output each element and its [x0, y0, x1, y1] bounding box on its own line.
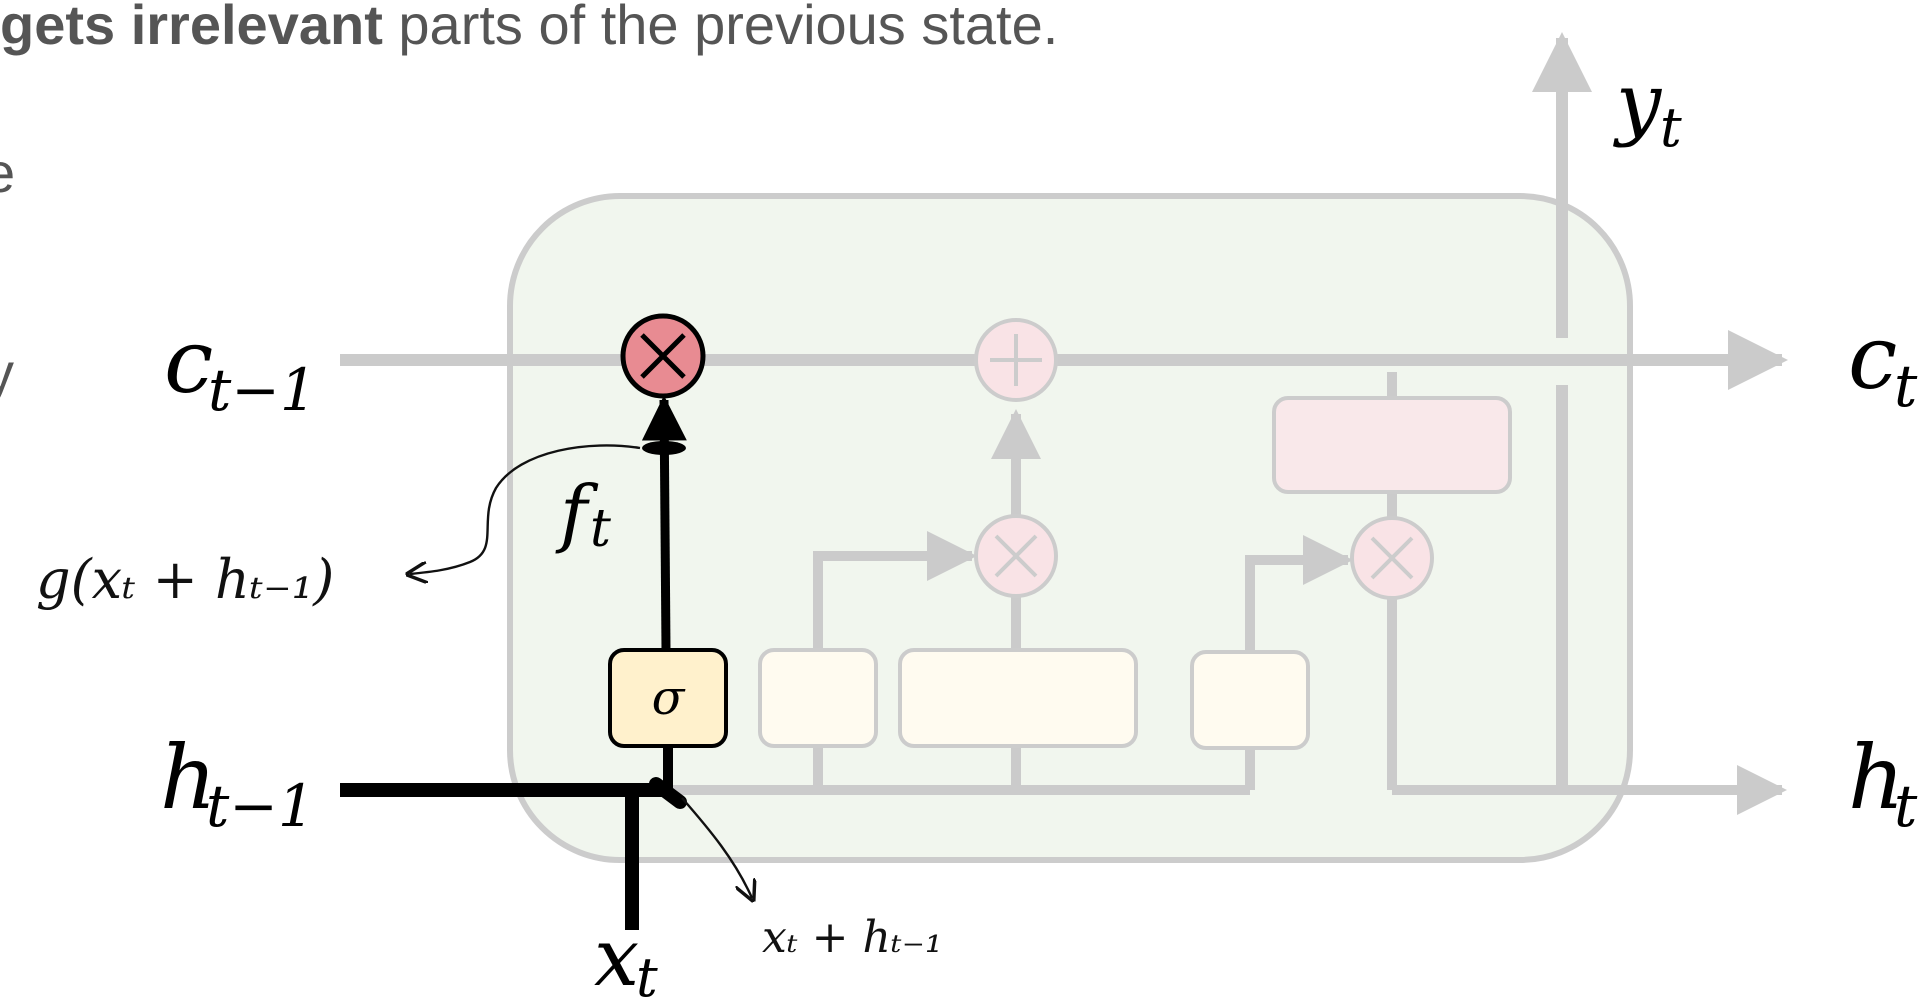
h-prev-main: h: [160, 726, 217, 829]
lstm-cell-body: [507, 193, 1633, 863]
h-next-sub: t: [1894, 772, 1918, 840]
sigma-label: σ: [652, 670, 686, 726]
candidate-box: [898, 648, 1138, 748]
input-multiply-operator: [974, 514, 1058, 598]
slide-caption: gets irrelevant parts of the previous st…: [0, 0, 1058, 57]
label-h-next: h t: [1848, 726, 1918, 840]
forget-multiply-operator: [620, 313, 706, 399]
c-prev-sub: t−1: [208, 356, 317, 424]
label-f-t: f t: [555, 470, 611, 559]
h-prev-sub: t−1: [206, 772, 315, 840]
input-gate-path: [813, 531, 977, 650]
label-x-t: x t: [594, 911, 658, 1000]
gate-annotation-arrow: [410, 444, 641, 574]
gate-output-mark: [642, 441, 686, 455]
label-y-t: y t: [1613, 56, 1682, 159]
c-prev-main: c: [164, 310, 213, 413]
label-c-next: c t: [1848, 306, 1918, 420]
label-c-prev: c t−1: [164, 310, 317, 424]
f-t-sub: t: [590, 499, 611, 559]
caption-rest: parts of the previous state.: [382, 0, 1059, 56]
tanh-box: [1272, 396, 1512, 494]
input-sum-mark: [649, 777, 687, 809]
cut-off-text-1: e: [0, 140, 15, 205]
gate-function-annotation: g(xₜ + hₜ₋₁): [36, 548, 334, 611]
x-t-main: x: [594, 911, 639, 1000]
label-h-prev: h t−1: [160, 726, 315, 840]
h-next-main: h: [1848, 726, 1905, 829]
cut-off-text-2: y: [0, 341, 14, 404]
y-t-main: y: [1613, 56, 1663, 149]
output-gate-box: [1190, 650, 1310, 750]
add-operator: [974, 318, 1058, 402]
forget-gate-output: [641, 395, 687, 651]
sigma-box: [608, 648, 728, 748]
input-gate-box: [758, 648, 878, 748]
y-t-sub: t: [1660, 96, 1682, 159]
c-next-main: c: [1848, 306, 1897, 409]
output-multiply-operator: [1350, 516, 1434, 600]
caption-bold: gets irrelevant: [0, 0, 383, 56]
x-t-sub: t: [636, 946, 658, 1000]
input-sum-annotation: xₜ + hₜ₋₁: [762, 912, 943, 963]
c-next-sub: t: [1894, 352, 1918, 420]
input-sum-annotation-arrow: [681, 797, 752, 898]
output-gate-path: [1245, 535, 1353, 650]
